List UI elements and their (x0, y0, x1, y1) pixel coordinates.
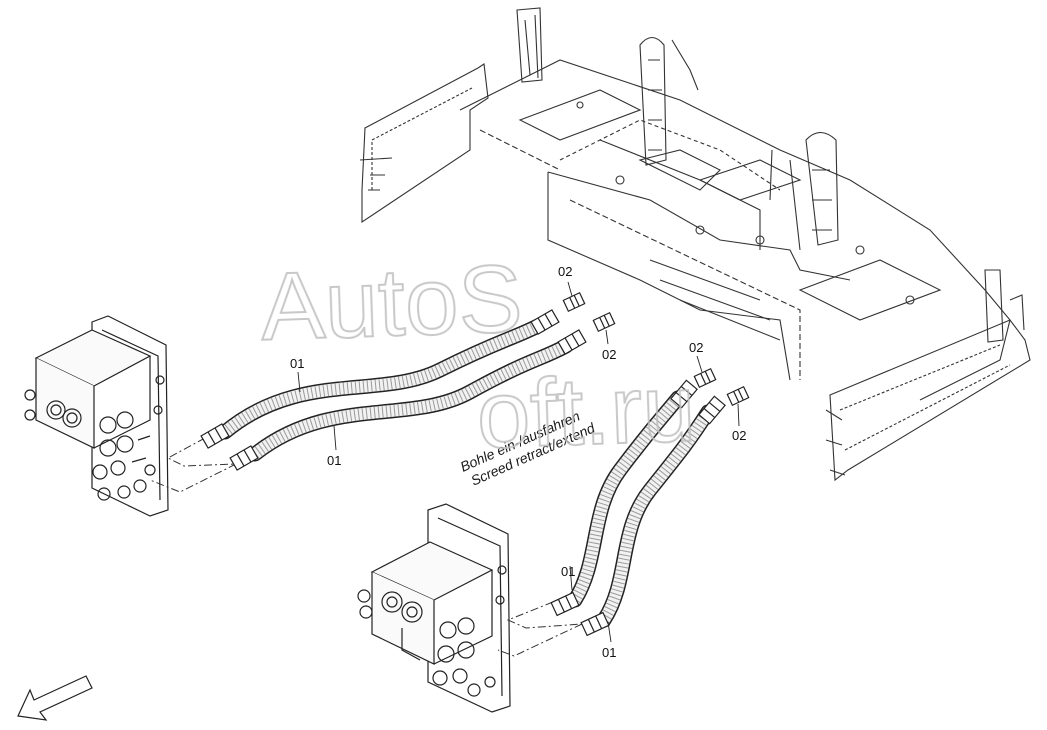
callouts: 01 01 01 01 02 02 02 02 (290, 264, 746, 660)
fitting-mid (592, 311, 616, 333)
callout-fitting-mid: 02 (602, 347, 616, 362)
callout-hose-left-lower: 01 (327, 453, 341, 468)
callout-hose-left-upper: 01 (290, 356, 304, 371)
callout-fitting-top: 02 (558, 264, 572, 279)
fitting-top (562, 291, 586, 313)
callout-hose-right-upper: 01 (561, 564, 575, 579)
hose-end-fittings (200, 309, 726, 637)
control-valve-block-left (24, 315, 169, 517)
leader-lines (297, 281, 740, 643)
watermark-upper: AutoS (259, 245, 524, 361)
callout-fitting-right: 02 (732, 428, 746, 443)
watermark-lower: oft.ru (475, 354, 697, 469)
callout-fitting-right-top: 02 (689, 340, 703, 355)
fitting-right (726, 385, 750, 407)
watermark: AutoS oft.ru (258, 244, 698, 470)
machine-frame (359, 7, 1031, 482)
adapter-fittings (562, 291, 750, 407)
connection-lines (149, 437, 583, 657)
orientation-arrow-icon (17, 675, 93, 721)
hose-assemblies (217, 317, 716, 628)
control-valve-block-right (357, 503, 511, 713)
callout-hose-right-lower: 01 (602, 645, 616, 660)
fitting-right-top (693, 367, 717, 389)
